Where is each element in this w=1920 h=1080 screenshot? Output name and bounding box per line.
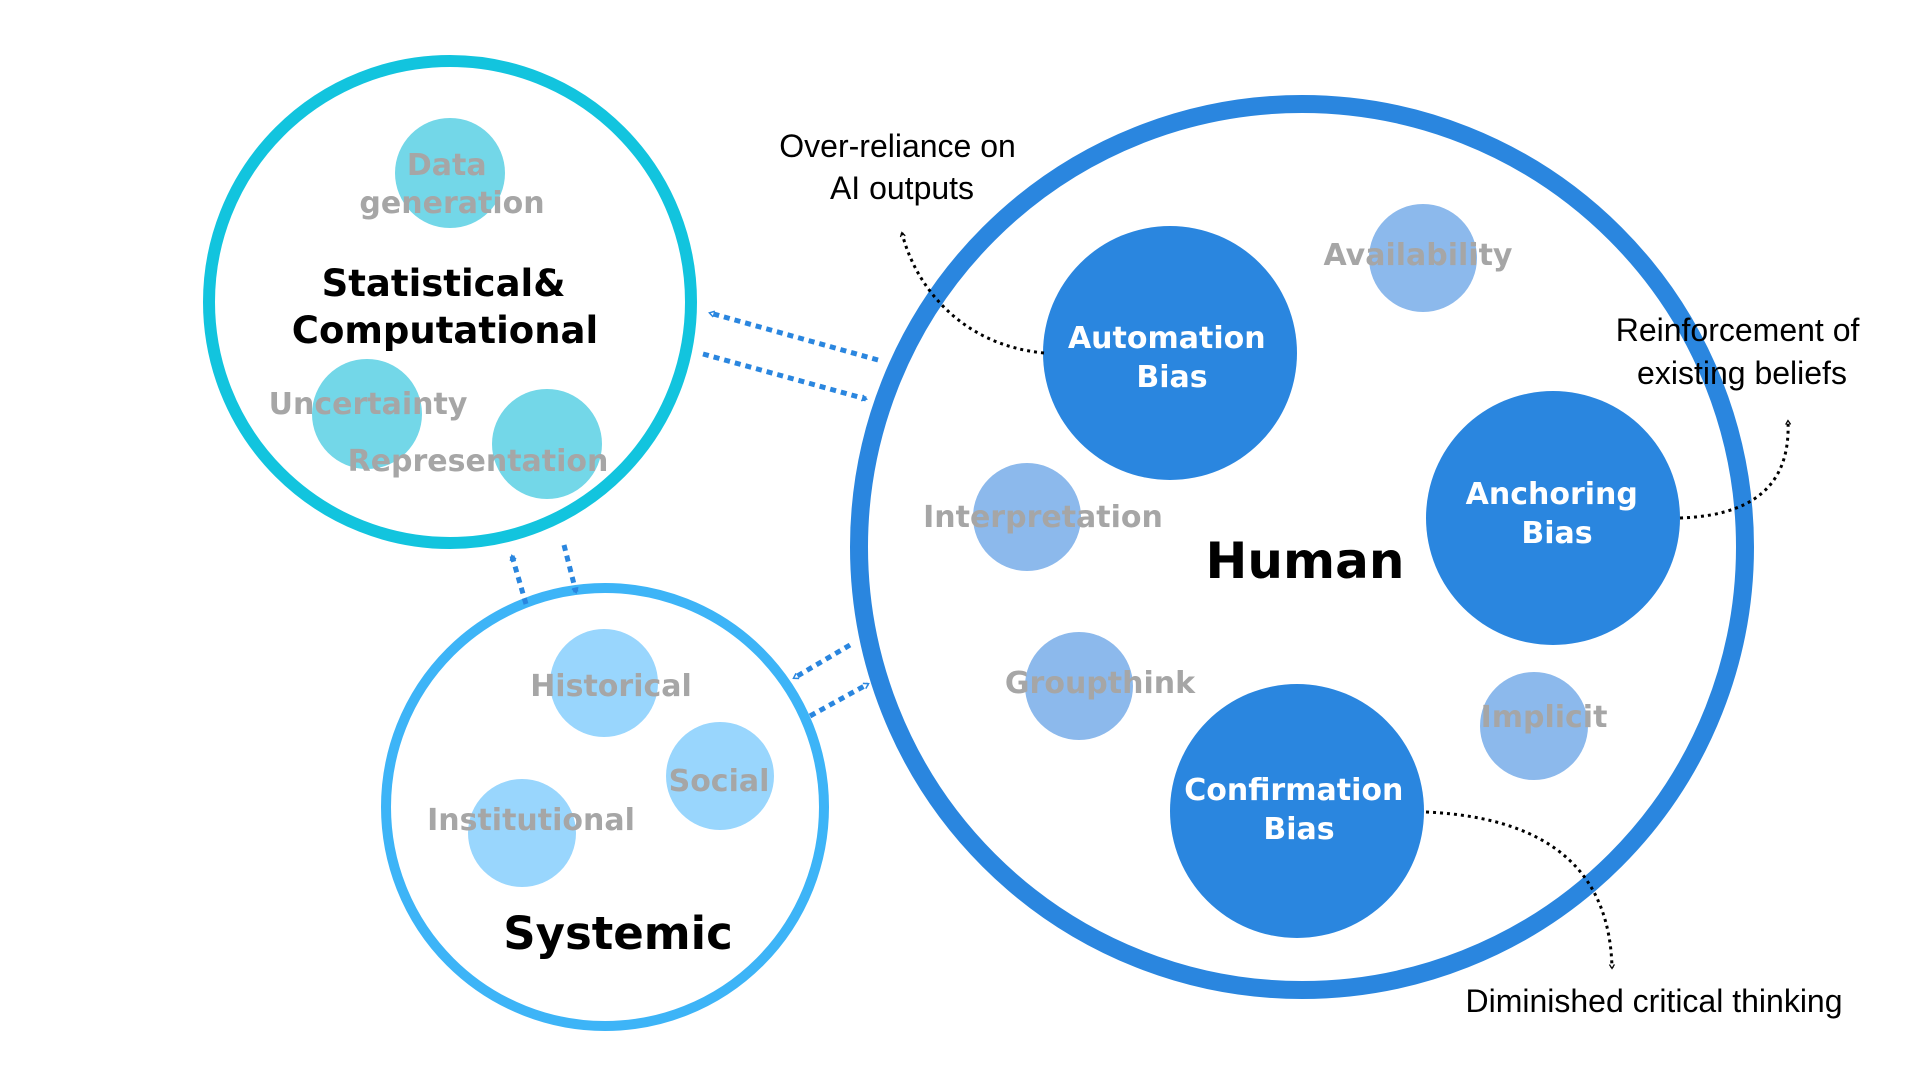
reinforcement-label-line1: Reinforcement of bbox=[1616, 312, 1860, 348]
systemic-title: Systemic bbox=[503, 907, 733, 960]
implicit-label: Implicit bbox=[1481, 700, 1608, 735]
statistical-title-line1: Statistical& bbox=[322, 262, 566, 305]
arrow-human-to-systemic bbox=[792, 642, 852, 681]
anchoring-bias-label-line1: Anchoring bbox=[1466, 477, 1638, 512]
over-reliance-label-line2: AI outputs bbox=[830, 170, 974, 206]
confirmation-bias-label-line2: Bias bbox=[1263, 812, 1334, 847]
systemic-group: Historical Social Institutional Systemic bbox=[381, 583, 829, 1031]
anchoring-bias-label-line2: Bias bbox=[1521, 516, 1592, 551]
data-generation-label-line2: generation bbox=[359, 186, 544, 221]
groupthink-bubble bbox=[1025, 632, 1133, 740]
social-label: Social bbox=[669, 764, 770, 799]
human-title: Human bbox=[1206, 532, 1405, 590]
automation-bias-label: Automation Bias bbox=[1068, 321, 1276, 395]
historical-label: Historical bbox=[530, 669, 692, 704]
statistical-title-line2: Computational bbox=[292, 309, 598, 352]
automation-bias-bubble bbox=[1043, 226, 1297, 480]
statistical-group: Data generation Statistical& Computation… bbox=[203, 55, 697, 549]
institutional-bubble bbox=[468, 779, 576, 887]
arrow-systemic-to-human bbox=[808, 681, 870, 719]
automation-bias-label-line1: Automation bbox=[1068, 321, 1266, 356]
institutional-label: Institutional bbox=[427, 803, 635, 838]
systemic-ring bbox=[381, 583, 829, 1031]
arrow-automation-to-over-reliance bbox=[899, 231, 1045, 355]
over-reliance-label: Over-reliance on AI outputs bbox=[779, 128, 1024, 206]
historical-bubble bbox=[550, 629, 658, 737]
uncertainty-label: Uncertainty bbox=[269, 387, 468, 422]
uncertainty-bubble bbox=[312, 359, 422, 469]
availability-label: Availability bbox=[1324, 238, 1513, 273]
interpretation-label: Interpretation bbox=[923, 500, 1163, 535]
anchoring-bias-bubble bbox=[1426, 391, 1680, 645]
implicit-bubble bbox=[1480, 672, 1588, 780]
groupthink-label: Groupthink bbox=[1005, 666, 1196, 701]
outcome-labels: Over-reliance on AI outputs Reinforcemen… bbox=[779, 128, 1869, 1019]
reinforcement-label: Reinforcement of existing beliefs bbox=[1616, 312, 1869, 391]
arrow-statistical-to-human bbox=[702, 351, 868, 402]
availability-bubble bbox=[1369, 204, 1477, 312]
connections bbox=[509, 310, 879, 719]
data-generation-label: Data generation bbox=[359, 148, 544, 221]
reinforcement-label-line2: existing beliefs bbox=[1637, 355, 1847, 391]
social-bubble bbox=[666, 722, 774, 830]
arrow-anchoring-to-reinforcement bbox=[1679, 419, 1792, 520]
confirmation-bias-label-line1: Confirmation bbox=[1184, 773, 1403, 808]
outcome-arrows bbox=[899, 231, 1792, 970]
data-generation-label-line1: Data bbox=[407, 148, 487, 183]
arrow-human-to-statistical bbox=[708, 310, 879, 363]
statistical-title: Statistical& Computational bbox=[292, 262, 598, 352]
human-group: Availability Interpretation Groupthink I… bbox=[850, 95, 1754, 999]
confirmation-bias-bubble bbox=[1170, 684, 1424, 938]
over-reliance-label-line1: Over-reliance on bbox=[779, 128, 1016, 164]
confirmation-bias-label: Confirmation Bias bbox=[1184, 773, 1414, 847]
diminished-label: Diminished critical thinking bbox=[1465, 983, 1842, 1019]
interpretation-bubble bbox=[973, 463, 1081, 571]
arrow-confirmation-to-diminished bbox=[1425, 810, 1615, 970]
anchoring-bias-label: Anchoring Bias bbox=[1466, 477, 1649, 551]
arrow-systemic-to-statistical bbox=[509, 554, 529, 605]
representation-bubble bbox=[492, 389, 602, 499]
automation-bias-label-line2: Bias bbox=[1136, 360, 1207, 395]
data-generation-bubble bbox=[395, 118, 505, 228]
representation-label: Representation bbox=[348, 444, 609, 479]
arrow-statistical-to-systemic bbox=[561, 544, 579, 594]
